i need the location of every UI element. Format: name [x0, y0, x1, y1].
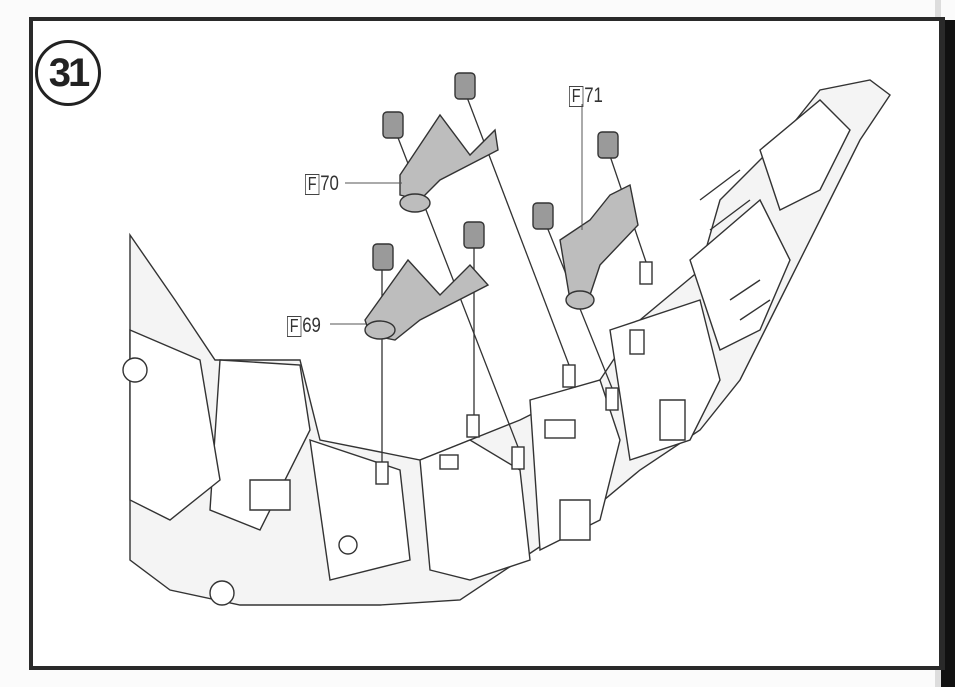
part-number: 70 [320, 172, 339, 195]
posts [375, 261, 653, 485]
step-number: 31 [35, 40, 101, 106]
runner-letter: F [287, 315, 302, 337]
robot-body [122, 79, 891, 606]
runner-letter: F [305, 173, 320, 195]
runner-letter: F [569, 85, 584, 107]
leader-lines [330, 104, 583, 325]
part-number: 71 [584, 84, 603, 107]
brackets [364, 113, 639, 341]
part-number: 69 [302, 314, 321, 337]
caps [372, 72, 619, 271]
